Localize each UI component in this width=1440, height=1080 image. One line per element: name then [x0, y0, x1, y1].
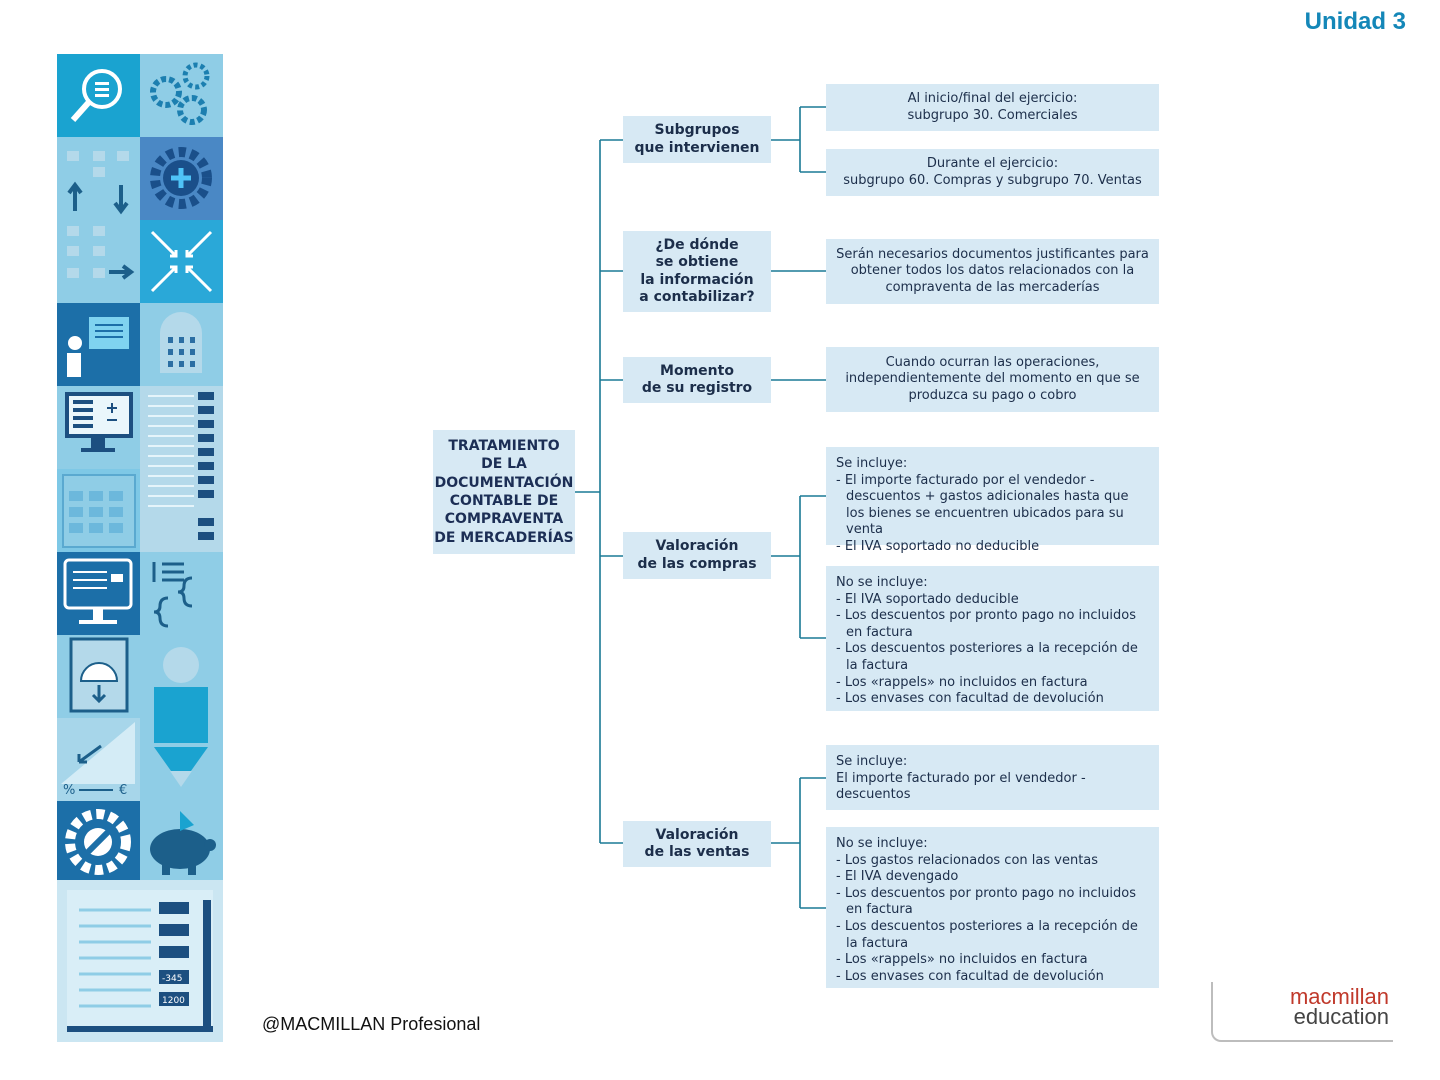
logo-line-1: macmillan: [1289, 984, 1389, 1009]
leaf-heading: Se incluye:: [836, 456, 908, 471]
person-pencil-icon: [140, 635, 223, 801]
calculator-icon: [57, 469, 140, 552]
list-item: - Los «rappels» no incluidos en factura: [836, 952, 1088, 968]
gears-icon: [140, 54, 223, 137]
list-item: - El importe facturado por el vendedor -…: [836, 472, 1129, 538]
list-item: - El IVA soportado no deducible: [836, 538, 1040, 554]
list-item: - Los descuentos por pronto pago no incl…: [836, 885, 1136, 918]
leaf-ventas-incluye: Se incluye: El importe facturado por el …: [826, 745, 1159, 810]
gear-plus-icon: [140, 137, 223, 220]
list-item: - Los gastos relacionados con las ventas: [836, 852, 1099, 868]
arrows-collapse-icon: [140, 220, 223, 303]
list-item: - Los descuentos posteriores a la recepc…: [836, 641, 1138, 673]
leaf-compras-incluye: Se incluye: - El importe facturado por e…: [826, 447, 1159, 554]
list-item: - Los descuentos por pronto pago no incl…: [836, 608, 1136, 640]
svg-text:%: %: [63, 783, 75, 798]
magnifier-coins-icon: [57, 54, 140, 137]
scale-book-icon: [57, 635, 140, 718]
code-braces-icon: [140, 552, 223, 635]
list-item: - Los envases con facultad de devolución: [836, 968, 1104, 984]
arrows-grid-icon-2: [57, 220, 140, 303]
wrench-gear-icon: [57, 801, 140, 884]
branch-valoracion-compras: Valoración de las compras: [623, 532, 771, 579]
root-node: TRATAMIENTO DE LA DOCUMENTACIÓN CONTABLE…: [433, 430, 575, 554]
leaf-subgrupo-30: Al inicio/final del ejercicio: subgrupo …: [826, 84, 1159, 131]
leaf-heading: Se incluye:: [836, 754, 908, 769]
copyright-text: @MACMILLAN Profesional: [262, 1014, 481, 1034]
svg-text:€: €: [119, 783, 127, 798]
svg-text:-345: -345: [162, 974, 182, 984]
list-item: - El IVA devengado: [836, 869, 959, 885]
terminal-icon: [57, 552, 140, 635]
macmillan-logo: macmillan education: [1211, 982, 1393, 1042]
percent-euro-icon: %€: [57, 718, 140, 801]
leaf-heading: No se incluye:: [836, 575, 928, 590]
logo-line-2: education: [1293, 1004, 1389, 1029]
report-icon: -345 1200: [57, 880, 223, 1042]
unit-title: Unidad 3: [1304, 8, 1406, 35]
arrows-grid-icon: [57, 137, 140, 220]
monitor-calculator-icon: [57, 386, 140, 469]
list-item: - Los «rappels» no incluidos en factura: [836, 674, 1088, 690]
branch-subgrupos: Subgrupos que intervienen: [623, 116, 771, 163]
list-item: - Los envases con facultad de devolución: [836, 691, 1104, 707]
list-item: - Los descuentos posteriores a la recepc…: [836, 918, 1138, 951]
presenter-icon: [57, 303, 140, 386]
leaf-documentos-justificantes: Serán necesarios documentos justificante…: [826, 239, 1159, 304]
branch-valoracion-ventas: Valoración de las ventas: [623, 821, 771, 867]
leaf-subgrupo-60-70: Durante el ejercicio: subgrupo 60. Compr…: [826, 149, 1159, 196]
piggy-bank-icon: [140, 801, 223, 884]
leaf-compras-no-incluye: No se incluye: - El IVA soportado deduci…: [826, 566, 1159, 711]
leaf-heading: No se incluye:: [836, 836, 928, 851]
list-item: - El IVA soportado deducible: [836, 591, 1019, 607]
building-icon: [140, 303, 223, 386]
leaf-momento-operaciones: Cuando ocurran las operaciones, independ…: [826, 347, 1159, 412]
branch-origen-informacion: ¿De dónde se obtiene la información a co…: [623, 231, 771, 312]
leaf-text: El importe facturado por el vendedor - d…: [836, 770, 1086, 803]
branch-momento-registro: Momento de su registro: [623, 357, 771, 403]
ledger-icon: [140, 386, 223, 552]
svg-text:1200: 1200: [162, 996, 185, 1006]
leaf-ventas-no-incluye: No se incluye: - Los gastos relacionados…: [826, 827, 1159, 988]
